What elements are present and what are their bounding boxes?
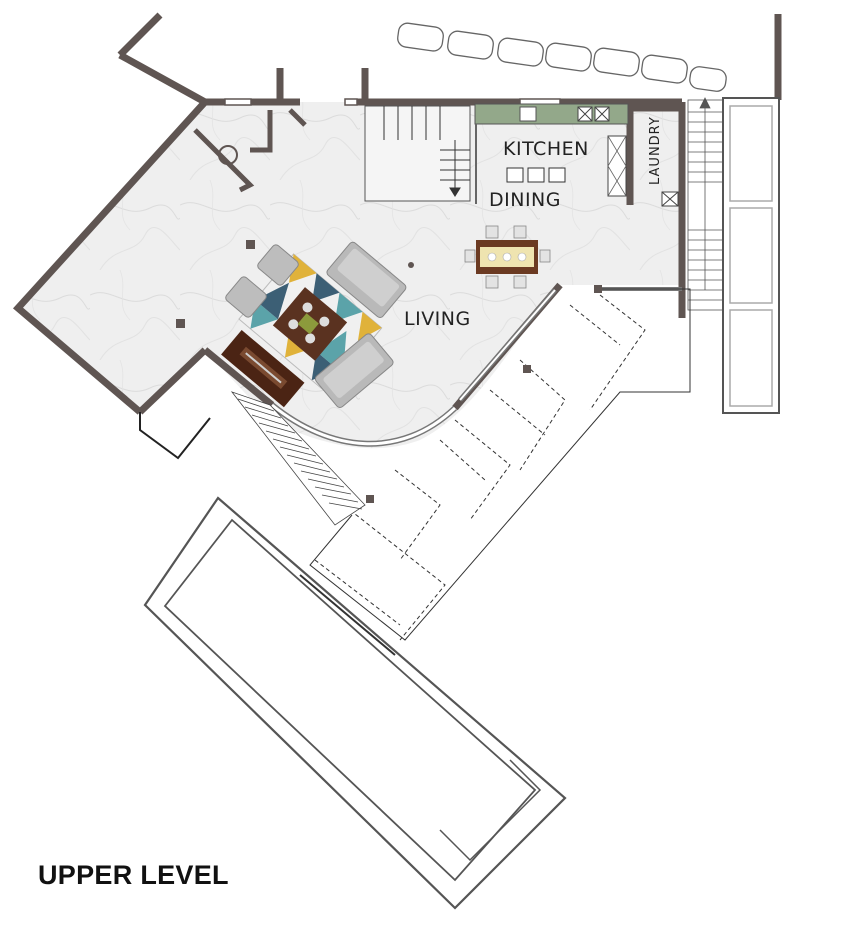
right-planters <box>722 97 780 414</box>
room-label-living: LIVING <box>404 308 471 330</box>
exterior-stair-right <box>687 97 724 311</box>
interior-stair <box>364 105 471 202</box>
wall-details <box>193 108 307 193</box>
deck-dashed-tiles <box>314 294 646 641</box>
left-balcony <box>139 412 211 460</box>
room-label-dining: DINING <box>489 189 561 211</box>
dining-set <box>464 225 551 289</box>
kitchen-counter <box>474 103 629 204</box>
level-title: UPPER LEVEL <box>38 860 229 890</box>
exterior-stair-down <box>230 391 366 526</box>
stepping-stones <box>397 22 727 92</box>
pool <box>143 496 567 910</box>
room-label-kitchen: KITCHEN <box>503 138 589 160</box>
living-furniture <box>176 240 414 408</box>
kitchen-island <box>506 167 566 183</box>
room-label-laundry: LAUNDRY <box>648 116 663 185</box>
deck-outline <box>309 288 691 641</box>
exterior-walls <box>12 12 782 415</box>
